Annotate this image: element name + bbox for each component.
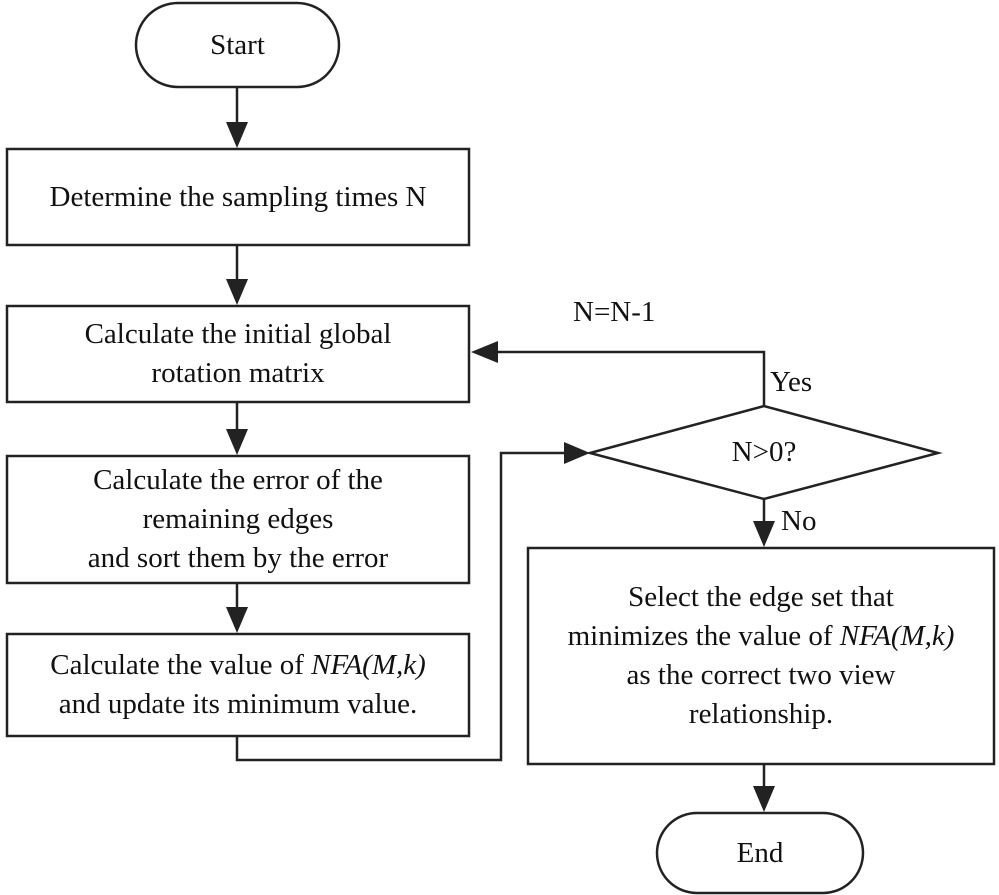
arrowhead-no-select [753,521,775,547]
select-label-line-2: minimizes the value of NFA(M,k) [568,617,955,656]
arrowhead-determine-rotation [226,279,248,305]
select-label-prefix: minimizes the value of [567,620,840,652]
decrement-edge-label: N=N-1 [573,296,656,328]
error-calc-label-line-1: Calculate the error of the [93,464,383,496]
arrowhead-error-nfa [226,607,248,633]
initial-rotation-label-line-2: rotation matrix [151,357,325,389]
decision-node: N>0? [590,406,938,499]
select-label-line-4: relationship. [688,698,834,730]
select-label-line-1: Select the edge set that [628,581,894,613]
end-label: End [736,836,784,869]
nfa-calc-label-line-2: and update its minimum value. [58,688,418,720]
initial-rotation-label-line-1: Calculate the initial global [84,318,392,350]
determine-label: Determine the sampling times N [49,180,427,213]
nfa-calc-step: Calculate the value of NFA(M,k) and upda… [7,634,469,736]
nfa-calc-label-prefix: Calculate the value of [50,649,312,681]
no-edge-label: No [781,505,817,537]
initial-rotation-process-shape [5,304,471,404]
arrowhead-into-decision [564,442,590,464]
determine-step: Determine the sampling times N [7,149,469,245]
error-calc-process-shape [5,454,471,585]
determine-process-shape [5,147,471,247]
connector-decision-yes-loop [496,350,766,406]
arrowhead-yes-loop [471,341,498,363]
nfa-formula: NFA(M,k) [311,649,426,681]
decision-diamond-shape [585,404,943,501]
error-calc-label-line-2: remaining edges [142,503,334,535]
arrowhead-start-determine [226,122,248,148]
start-label: Start [210,28,265,61]
decision-label: N>0? [731,436,797,468]
error-calc-step: Calculate the error of the remaining edg… [7,456,469,583]
error-calc-label-line-3: and sort them by the error [87,542,389,574]
select-label-line-3: as the correct two view [626,659,896,691]
select-process-shape [526,546,996,766]
yes-edge-label: Yes [770,366,813,398]
initial-rotation-step: Calculate the initial global rotation ma… [7,306,469,402]
start-terminal: Start [136,3,339,87]
arrowhead-rotation-error [226,429,248,455]
nfa-calc-label-line-1: Calculate the value of NFA(M,k) [50,646,426,685]
end-terminal-shape [655,811,865,895]
connector-nfa-to-decision [235,451,566,762]
arrowhead-select-end [753,786,775,812]
select-nfa-formula: NFA(M,k) [839,620,955,652]
select-step: Select the edge set that minimizes the v… [528,548,994,764]
end-terminal: End [657,813,863,893]
